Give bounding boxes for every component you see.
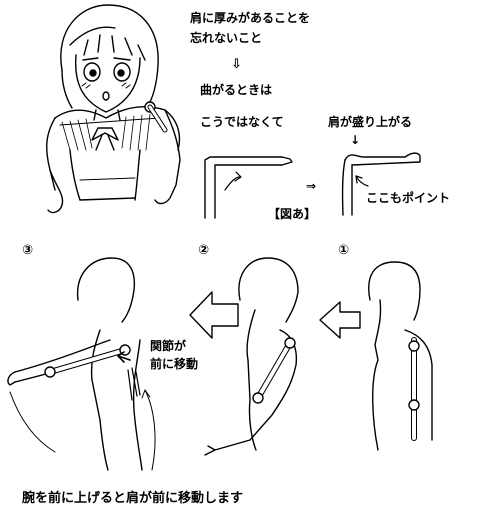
down-arrow-hollow: ⇩	[231, 57, 242, 72]
note-shoulder-thickness-line1: 肩に厚みがあることを	[190, 11, 311, 25]
arm-diagram-right	[341, 152, 421, 216]
figure-step-3	[7, 257, 156, 471]
step-number-3: ③	[22, 243, 34, 258]
small-down-arrow: ↓	[350, 133, 361, 147]
step-number-1: ①	[338, 243, 350, 258]
figure-label: 【図あ】	[268, 207, 317, 221]
note-shoulder-thickness-line2: 忘れないこと	[190, 31, 263, 45]
note-not-like-this: こうではなくて	[200, 115, 284, 129]
girl-illustration	[46, 4, 181, 214]
note-point-here: ここもポイント	[366, 191, 451, 205]
note-when-bending: 曲がるときは	[200, 83, 273, 97]
implies-arrow: ⇒	[306, 179, 317, 193]
figure-step-2	[204, 257, 299, 456]
joint-note-line2: 前に移動	[150, 357, 199, 371]
step-number-2: ②	[198, 243, 210, 258]
step-arrow-2	[189, 291, 239, 339]
arm-diagram-wrong	[204, 156, 293, 219]
bottom-caption: 腕を前に上げると肩が前に移動します	[22, 491, 244, 506]
joint-note-line1: 関節が	[150, 339, 187, 353]
note-shoulder-rises: 肩が盛り上がる	[328, 115, 413, 129]
figure-step-1	[368, 261, 433, 451]
step-arrow-1	[319, 301, 361, 339]
